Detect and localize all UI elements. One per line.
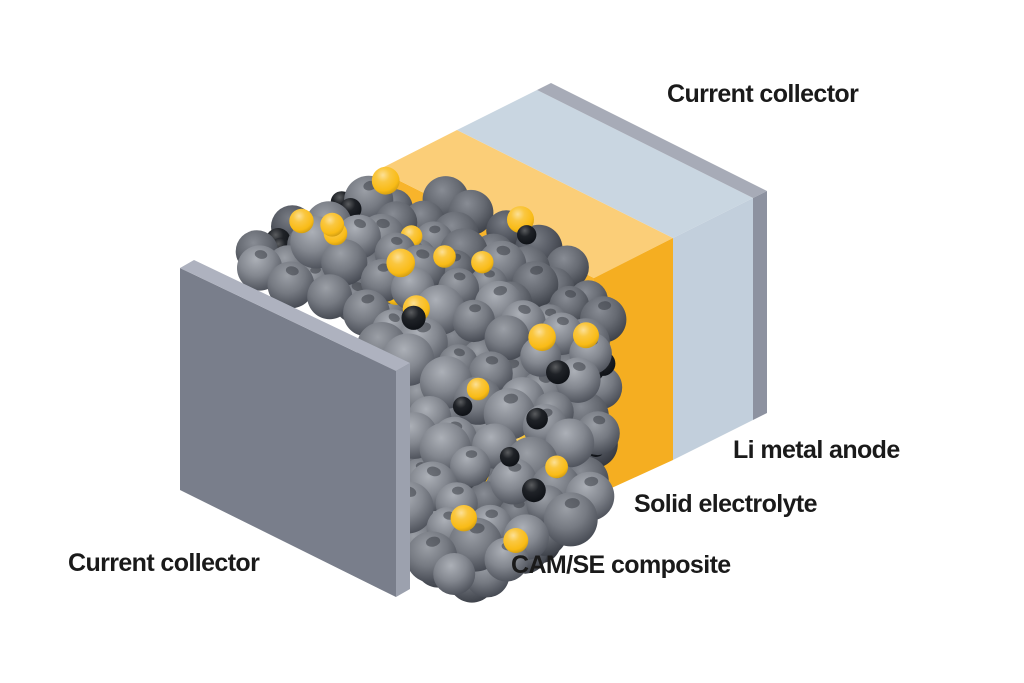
cathode-collector-top-edge: [180, 260, 410, 371]
cam-sphere-dimple: [503, 393, 519, 404]
se-particle: [466, 377, 490, 401]
se-particle: [528, 323, 556, 352]
se-particle: [289, 208, 314, 234]
cam-sphere: [267, 261, 315, 309]
additive-particle: [526, 407, 548, 430]
cam-sphere-dimple: [469, 304, 481, 313]
cam-sphere-dimple: [556, 316, 569, 326]
cam-sphere-dimple: [376, 218, 390, 229]
cam-sphere-dimple: [426, 466, 441, 477]
cam-sphere-dimple: [453, 272, 466, 281]
cam-sphere-dimple: [416, 249, 430, 259]
cam-sphere: [452, 299, 495, 343]
cam-sphere-dimple: [496, 245, 511, 256]
cam-sphere: [545, 418, 595, 468]
label-current-collector-bottom: Current collector: [68, 549, 260, 577]
additive-particle: [522, 478, 546, 503]
cam-sphere-dimple: [598, 301, 612, 311]
cam-sphere-dimple: [518, 304, 531, 314]
label-cam-se-composite: CAM/SE composite: [511, 551, 731, 579]
anode-current-collector-top-edge: [537, 83, 767, 198]
se-particle: [450, 505, 477, 532]
additive-particle: [546, 360, 570, 385]
se-particle: [371, 166, 400, 195]
cam-sphere-dimple: [429, 225, 441, 234]
additive-particle: [517, 225, 537, 245]
cam-sphere-dimple: [485, 509, 498, 519]
cam-sphere: [450, 446, 491, 487]
cam-sphere-dimple: [452, 486, 464, 495]
cam-sphere-dimple: [425, 536, 441, 547]
cam-sphere-dimple: [564, 498, 580, 509]
se-particle: [386, 248, 416, 278]
se-particle: [320, 212, 345, 237]
cam-sphere-dimple: [361, 294, 375, 304]
cam-sphere-dimple: [453, 348, 465, 357]
additive-particle: [499, 447, 520, 467]
additive-particle: [452, 396, 473, 416]
cam-sphere-dimple: [584, 476, 599, 487]
se-particle: [433, 245, 456, 268]
cathode-current-collector-plate: [180, 260, 410, 597]
label-solid-electrolyte: Solid electrolyte: [634, 490, 818, 518]
cam-sphere-dimple: [254, 250, 268, 259]
cam-sphere-dimple: [593, 415, 606, 425]
se-particle: [503, 528, 529, 553]
label-current-collector-top: Current collector: [667, 80, 859, 108]
additive-particle: [401, 305, 426, 330]
cathode-collector-front-face: [180, 268, 396, 597]
cam-sphere-dimple: [465, 450, 478, 459]
cam-sphere-dimple: [388, 313, 400, 322]
cam-sphere-dimple: [564, 290, 577, 298]
cam-sphere-dimple: [572, 362, 586, 371]
cam-sphere-dimple: [391, 236, 403, 245]
cathode-collector-side-edge: [396, 363, 410, 597]
cam-sphere-dimple: [493, 285, 508, 296]
cam-sphere: [433, 553, 476, 595]
cam-sphere-dimple: [530, 265, 544, 275]
li-metal-anode-top-face: [457, 90, 753, 238]
se-particle: [545, 455, 568, 479]
anode-current-collector-side-edge: [753, 191, 767, 420]
li-metal-anode-side-face: [673, 198, 753, 460]
cam-sphere: [484, 315, 530, 361]
cam-sphere-dimple: [285, 266, 299, 276]
cam-sphere-dimple: [485, 356, 499, 365]
se-particle: [573, 322, 599, 349]
cam-sphere: [543, 492, 598, 547]
label-li-metal-anode: Li metal anode: [733, 436, 900, 464]
se-particle: [471, 251, 494, 274]
cam-sphere: [307, 274, 353, 320]
solid-electrolyte-top-face: [378, 130, 673, 278]
cam-sphere: [321, 239, 368, 286]
cam-sphere-dimple: [354, 218, 366, 229]
